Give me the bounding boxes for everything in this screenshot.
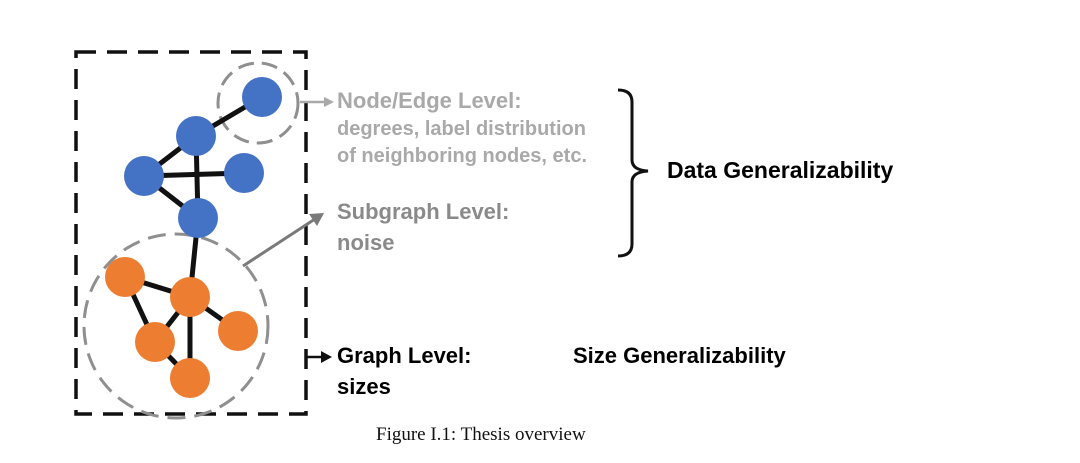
graph-level-arrow xyxy=(306,351,332,363)
subgraph-level-title: Subgraph Level: xyxy=(337,199,510,224)
subgraph-arrow xyxy=(242,213,324,268)
blue-node xyxy=(224,153,264,193)
orange-node xyxy=(135,322,175,362)
node-edge-level-desc-line1: degrees, label distribution xyxy=(337,118,586,140)
orange-node xyxy=(218,311,258,351)
figure-caption: Figure I.1: Thesis overview xyxy=(376,424,586,445)
graph-boundary-box xyxy=(74,50,308,416)
node-edge-highlight-circle xyxy=(216,61,300,145)
blue-node xyxy=(242,77,282,117)
orange-node xyxy=(105,257,145,297)
blue-node xyxy=(176,116,216,156)
data-generalizability-label: Data Generalizability xyxy=(667,157,894,183)
subgraph-highlight-circle xyxy=(82,232,270,420)
blue-node xyxy=(124,156,164,196)
node-edge-arrow xyxy=(300,97,334,107)
data-generalizability-brace xyxy=(617,88,649,258)
subgraph-level-desc: noise xyxy=(337,230,395,255)
graph-level-title: Graph Level: xyxy=(337,343,472,368)
orange-node xyxy=(170,358,210,398)
node-edge-level-desc-line2: of neighboring nodes, etc. xyxy=(337,145,587,167)
size-generalizability-label: Size Generalizability xyxy=(573,343,786,368)
blue-node xyxy=(178,198,218,238)
graph-level-desc: sizes xyxy=(337,374,391,399)
blue-nodes xyxy=(124,77,282,238)
node-edge-level-title: Node/Edge Level: xyxy=(337,88,522,113)
orange-nodes xyxy=(105,257,258,398)
orange-node xyxy=(170,277,210,317)
